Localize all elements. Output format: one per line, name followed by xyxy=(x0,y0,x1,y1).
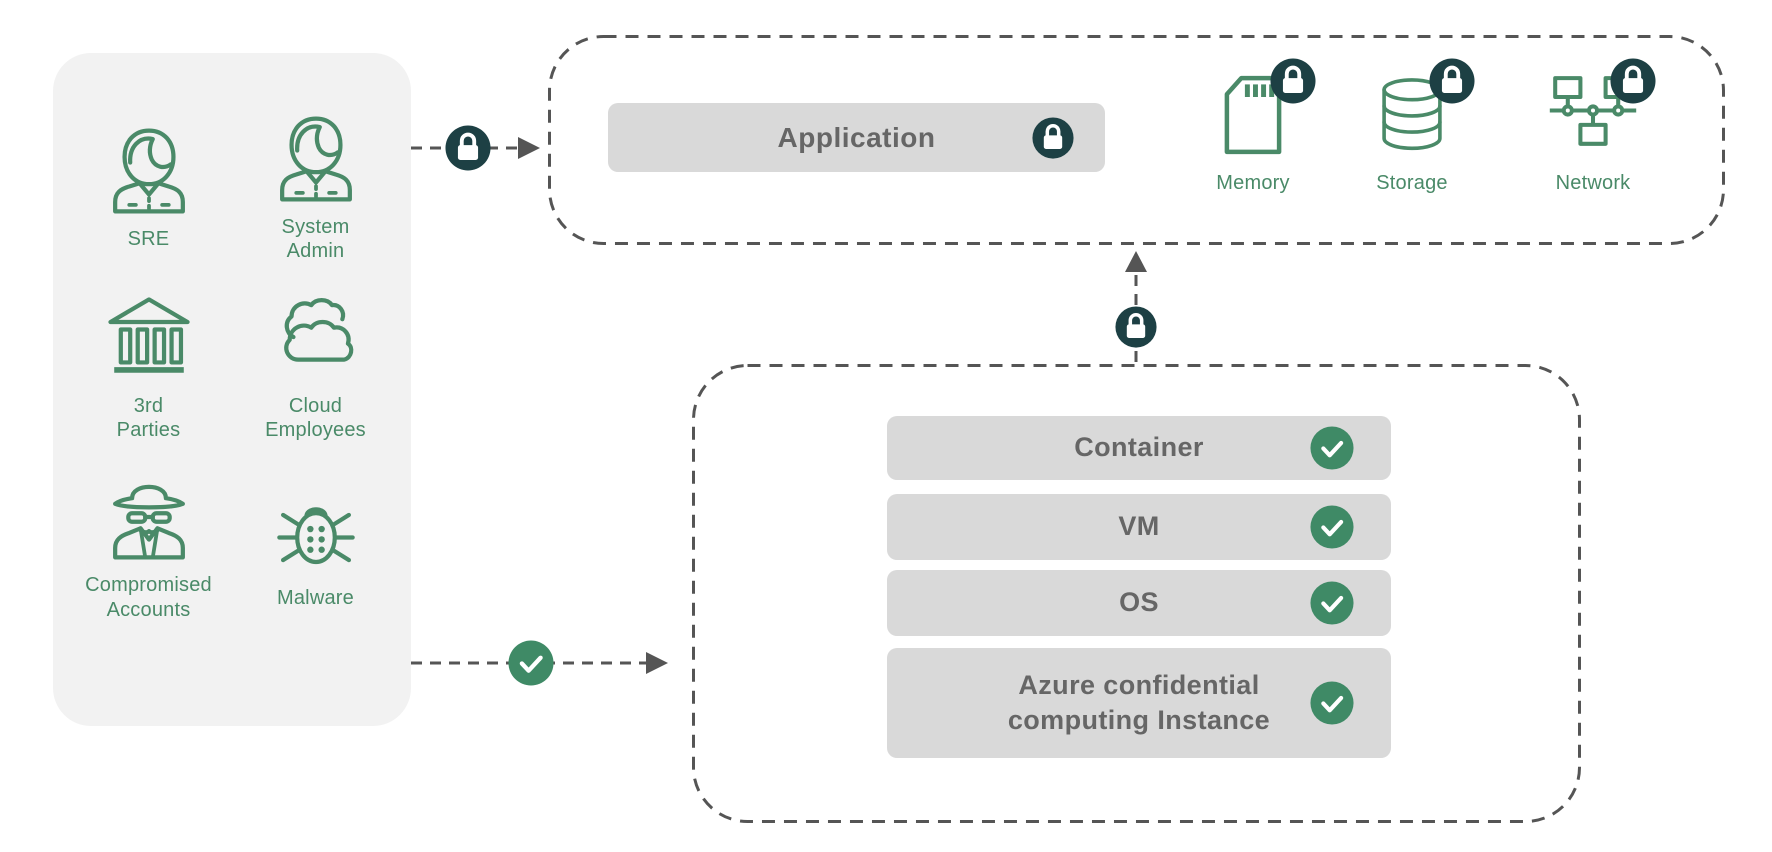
resource-label: Storage xyxy=(1376,172,1448,194)
stack-layer-os: OS xyxy=(887,570,1391,636)
stack-boundary-box: Container VM OS xyxy=(692,364,1581,823)
layer-label: VM xyxy=(1118,511,1160,542)
bank-icon xyxy=(102,291,196,385)
application-bar: Application xyxy=(608,103,1105,172)
dashed-border xyxy=(692,364,1581,823)
application-label: Application xyxy=(777,121,936,153)
threat-label: Malware xyxy=(277,586,354,609)
stack-layer-azure-confidential-instance: Azure confidential computing Instance xyxy=(887,648,1391,758)
dashed-border xyxy=(548,35,1725,245)
check-badge-icon xyxy=(1310,581,1354,625)
threat-label: 3rd Parties xyxy=(116,395,181,442)
threat-label: SRE xyxy=(127,227,170,250)
threat-item-compromised-accounts: Compromised Accounts xyxy=(85,470,212,622)
lock-badge-icon xyxy=(445,125,491,171)
resource-storage: Storage xyxy=(1352,58,1475,195)
resource-network: Network xyxy=(1533,58,1656,195)
threat-label: System Admin xyxy=(281,215,350,263)
person-icon xyxy=(269,112,363,206)
arrowhead-right-icon xyxy=(646,652,668,674)
arrowhead-right-icon xyxy=(518,137,540,159)
threat-label: Compromised Accounts xyxy=(85,574,212,621)
bug-icon xyxy=(269,483,363,577)
person-icon xyxy=(102,124,196,218)
application-boundary-box: Application xyxy=(548,35,1725,245)
spy-icon xyxy=(102,470,196,564)
stack-layer-container: Container xyxy=(887,416,1391,480)
threat-item-malware: Malware xyxy=(269,483,363,610)
clouds-icon xyxy=(269,291,363,385)
arrowhead-up-icon xyxy=(1125,251,1147,272)
layer-label: OS xyxy=(1119,587,1159,618)
lock-badge-icon xyxy=(1610,58,1656,104)
lock-badge-icon xyxy=(1270,58,1316,104)
threat-actors-panel: SRE System Admin xyxy=(53,53,411,726)
lock-badge-icon xyxy=(1032,116,1074,159)
resource-label: Network xyxy=(1555,172,1631,194)
check-badge-icon xyxy=(1310,681,1354,725)
threat-item-system-admin: System Admin xyxy=(269,112,363,264)
threat-item-3rd-parties: 3rd Parties xyxy=(102,291,196,443)
threat-item-sre: SRE xyxy=(102,124,196,251)
lock-badge-icon xyxy=(1115,306,1157,348)
stack-layer-vm: VM xyxy=(887,494,1391,560)
resource-memory: Memory xyxy=(1193,58,1316,195)
layer-label: Container xyxy=(1074,432,1204,463)
layer-label: Azure confidential computing Instance xyxy=(1007,669,1271,735)
check-badge-icon xyxy=(1310,505,1354,549)
lock-badge-icon xyxy=(1429,58,1475,104)
threat-item-cloud-employees: Cloud Employees xyxy=(265,291,366,443)
threat-label: Cloud Employees xyxy=(265,395,366,442)
check-badge-icon xyxy=(1310,426,1354,470)
network-icon xyxy=(1549,76,1637,146)
resource-label: Memory xyxy=(1216,172,1290,194)
memory-card-icon xyxy=(1224,75,1282,155)
check-badge-icon xyxy=(508,640,554,686)
